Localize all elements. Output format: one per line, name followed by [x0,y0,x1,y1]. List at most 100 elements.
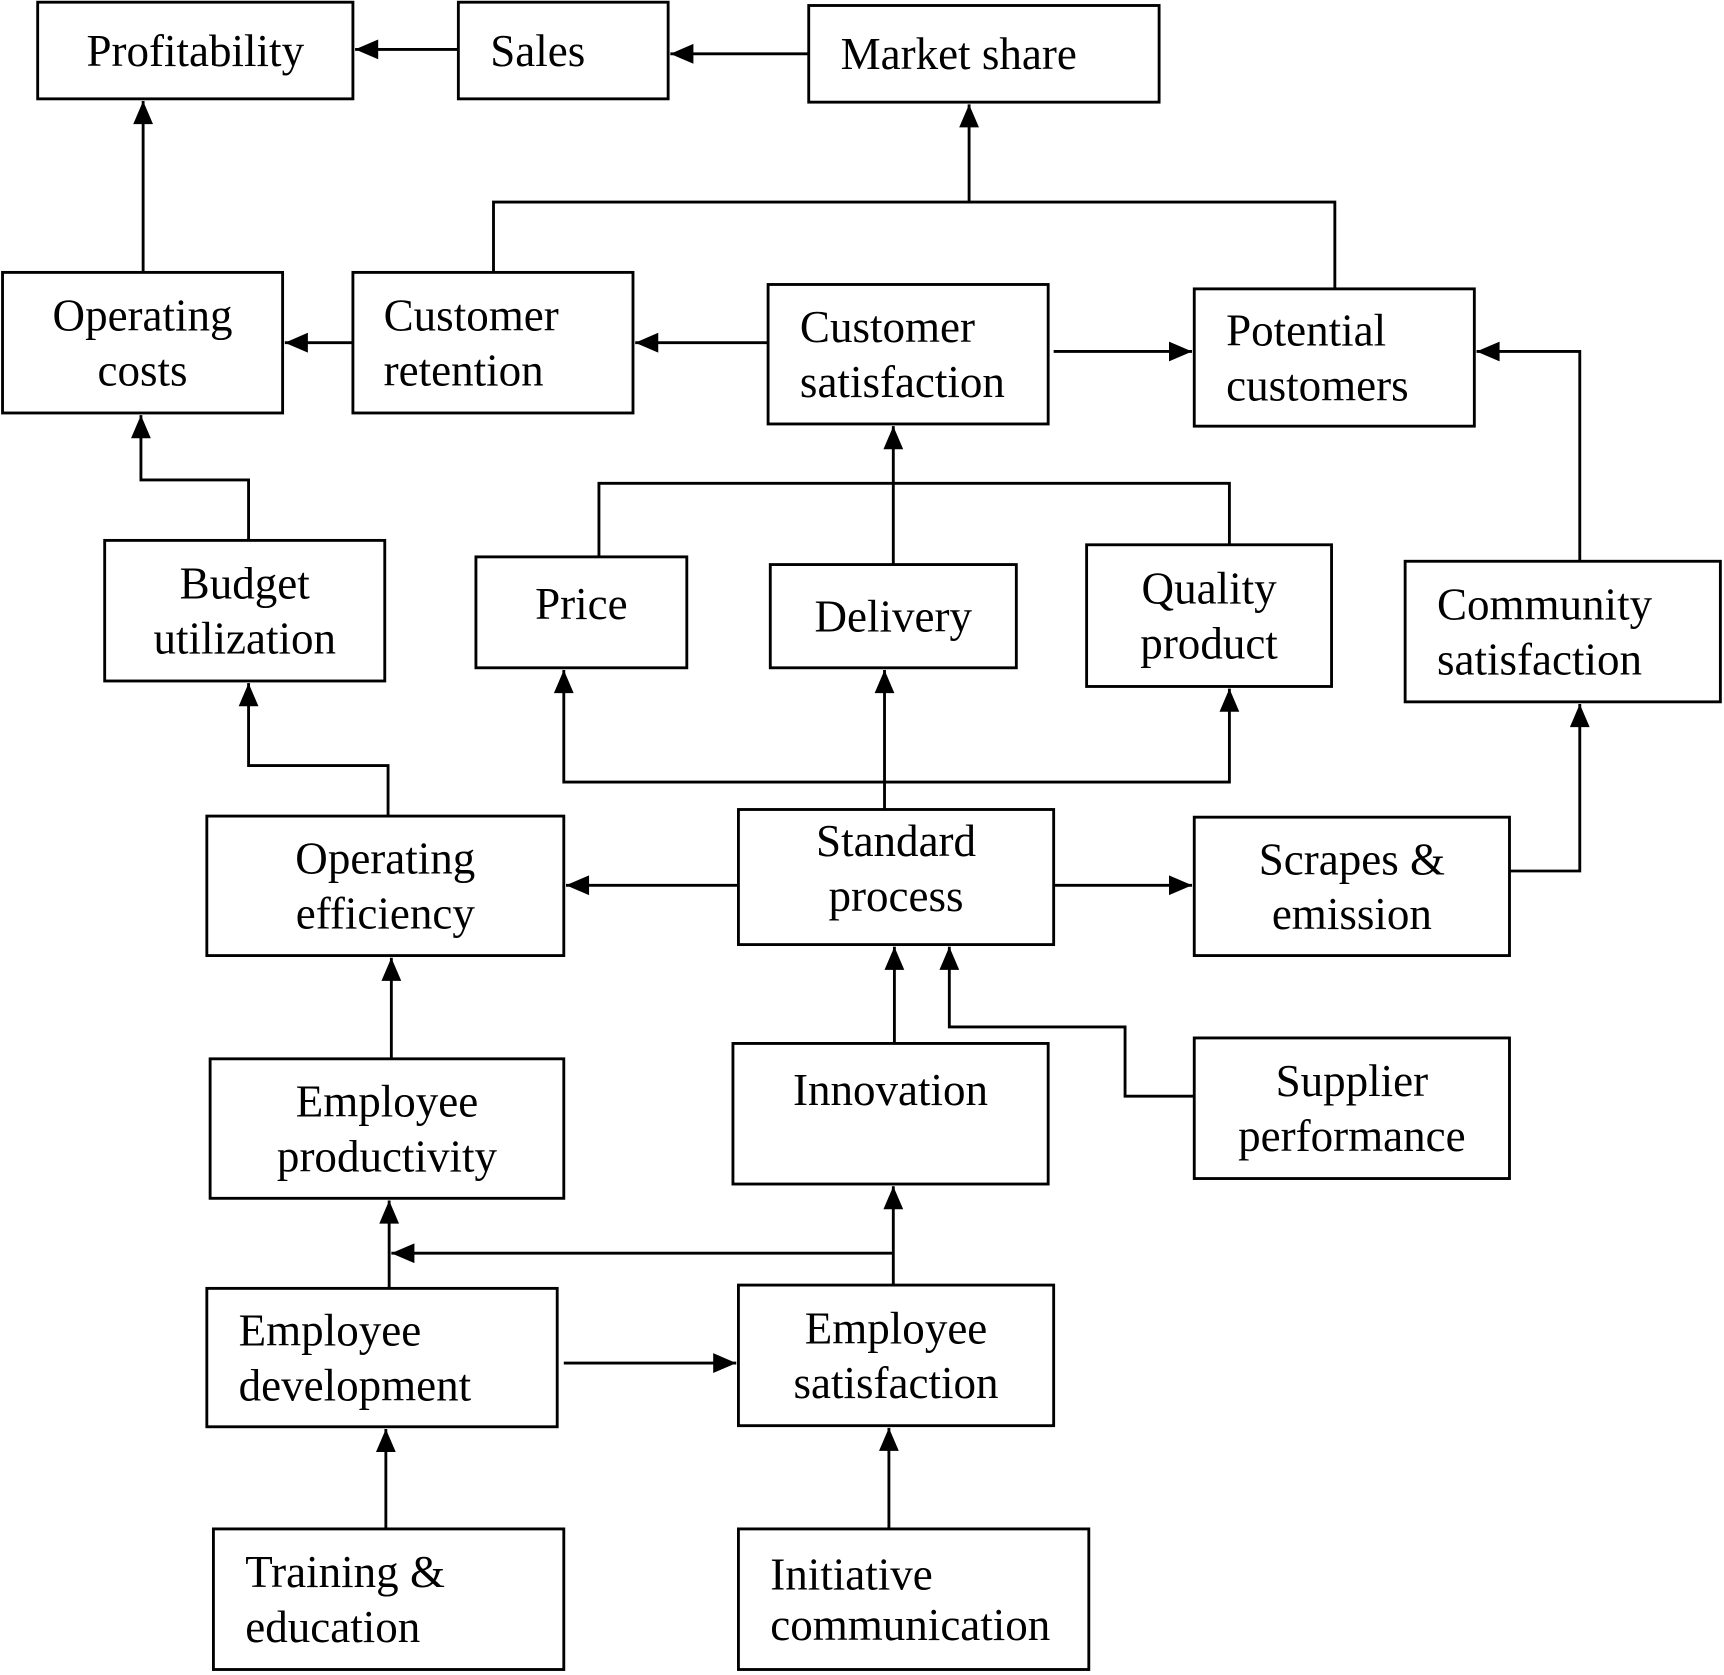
node-box [768,563,1018,670]
node-label-line: Potential [1226,305,1386,355]
connector-line [947,946,1195,1098]
node-box [737,1283,1056,1428]
connector-line [139,415,250,541]
node-label-line: Innovation [793,1065,988,1115]
arrowhead-icon [884,946,905,970]
node-box [731,1042,1050,1186]
node-box [737,808,1056,947]
arrowhead-icon [939,946,960,970]
node-label-line: emission [1272,889,1432,939]
connector-bus-to-market-share [959,104,979,203]
connector-scrapes-emission-to-community-satisfaction [1509,704,1590,873]
node-training-education: Training &education [211,1527,566,1671]
arrowhead-icon [1569,704,1590,728]
connector-line [1476,350,1582,562]
node-label-line: Standard [816,816,976,866]
node-label-line: Training & [245,1547,445,1597]
node-box [103,538,387,683]
node-label-line: Operating [295,834,475,884]
node-delivery: Delivery [768,563,1018,670]
node-label-line: Employee [239,1305,422,1355]
node-box [1085,543,1333,688]
arrowhead-icon [1219,688,1240,712]
node-box [1192,287,1476,428]
node-label-line: Scrapes & [1259,834,1445,884]
arrowhead-icon [553,670,574,694]
connector-retention-potential-to-market-share-bus [492,200,1337,289]
arrowhead-icon [355,39,379,60]
connector-customer-satisfaction-to-potential-customers [1053,341,1193,362]
node-label-line: satisfaction [1437,634,1642,684]
node-label-line: Employee [805,1303,988,1353]
connector-customer-satisfaction-to-customer-retention [635,332,769,353]
connector-standard-process-to-scrapes-emission [1053,875,1193,896]
arrowhead-icon [879,1427,899,1451]
arrowhead-icon [375,1428,396,1453]
node-label-line: performance [1238,1111,1465,1161]
node-label-line: Quality [1142,564,1278,614]
connector-innovation-to-standard-process [884,946,905,1044]
connector-price-quality-bus [597,481,1231,557]
node-box [456,0,670,101]
node-label-line: education [245,1602,420,1652]
connector-line [492,200,1337,289]
node-label-line: customers [1226,360,1409,410]
arrowhead-icon [1168,341,1193,362]
arrowhead-icon [238,683,259,707]
connector-bus-to-delivery [874,670,895,783]
node-label-line: retention [384,346,544,396]
connector-operating-costs-to-profitability [133,101,154,273]
connector-line [247,683,390,817]
node-label-line: Supplier [1276,1056,1429,1106]
connector-employee-satisfaction-to-employee-productivity [391,1243,894,1264]
arrowhead-icon [284,332,308,353]
node-label-line: Market share [841,29,1077,79]
node-label-line: Budget [180,559,311,609]
node-label-line: costs [98,346,188,396]
node-box [737,1527,1091,1671]
arrowhead-icon [883,1186,904,1210]
arrowhead-icon [1476,341,1500,362]
arrowhead-icon [1168,875,1193,896]
node-market-share: Market share [807,4,1161,104]
arrowhead-icon [565,875,590,896]
node-label-line: communication [770,1600,1050,1650]
node-label-line: Operating [53,291,233,341]
node-box [474,555,689,670]
node-label-line: process [829,871,964,921]
arrowhead-icon [635,332,659,353]
connector-training-education-to-employee-development [375,1428,396,1529]
connector-employee-satisfaction-to-innovation [883,1186,904,1286]
connectors [131,39,1590,1529]
connector-bus-to-quality-product [884,688,1240,784]
node-label-line: product [1140,618,1278,668]
node-box [1192,1036,1511,1180]
connector-sales-to-profitability [355,39,459,60]
connector-bus-to-price [553,670,885,784]
connector-line [562,670,885,784]
node-price: Price [474,555,689,670]
arrowhead-icon [131,415,151,439]
node-box [1192,815,1511,958]
node-box [1403,559,1722,704]
node-label-line: Initiative [770,1549,933,1599]
connector-employee-productivity-to-operating-efficiency [381,957,402,1059]
node-label-line: satisfaction [794,1358,999,1408]
arrowhead-icon [133,101,154,125]
connector-standard-process-to-operating-efficiency [565,875,739,896]
connector-budget-utilization-to-operating-costs [131,415,250,541]
node-label-line: efficiency [296,889,476,939]
node-label-line: Delivery [815,592,973,642]
connector-operating-efficiency-to-budget-utilization [238,683,390,817]
